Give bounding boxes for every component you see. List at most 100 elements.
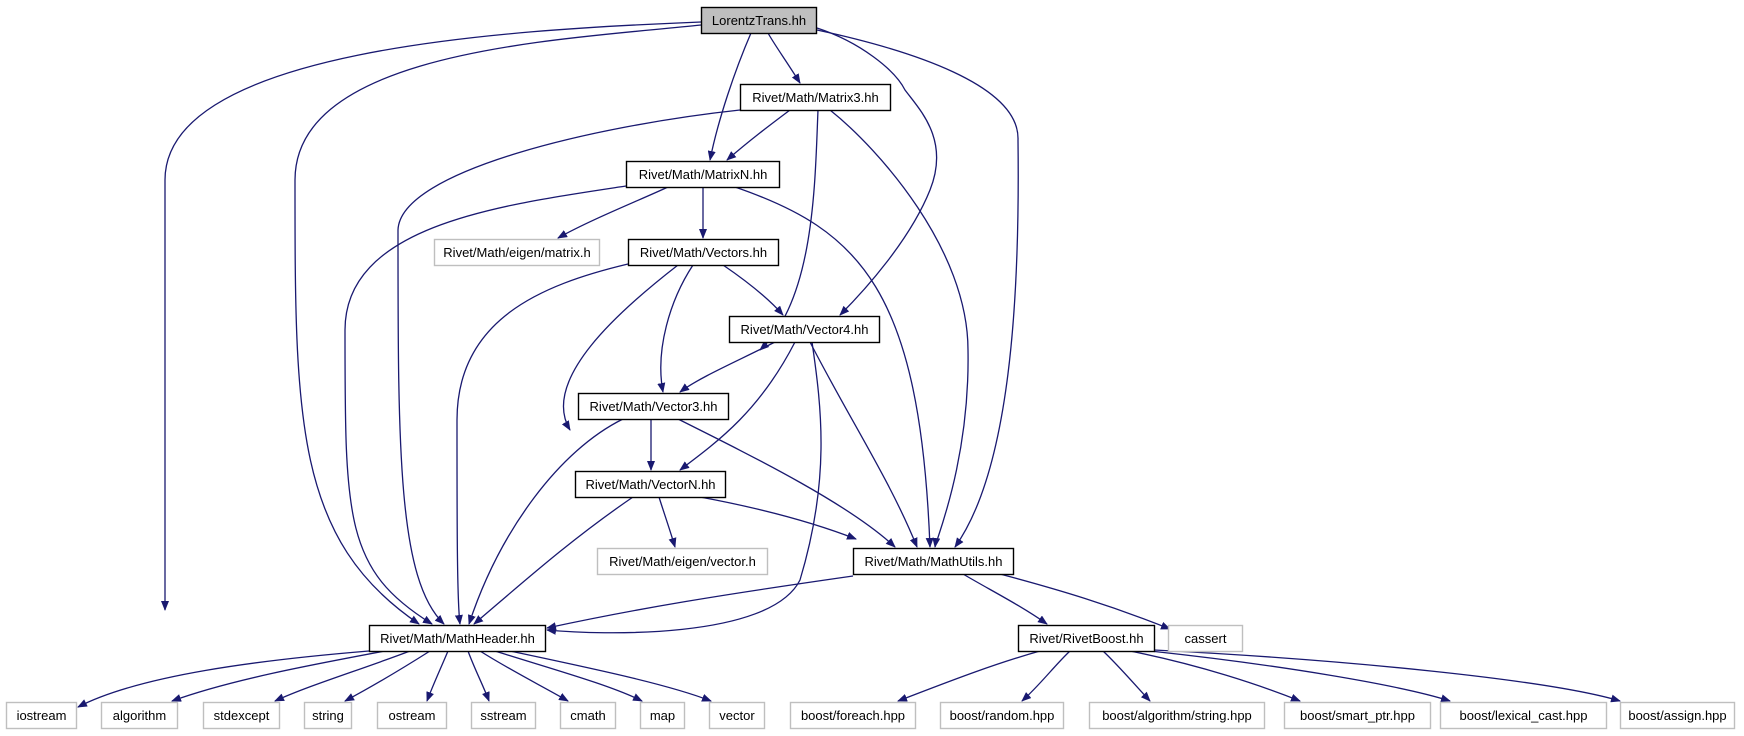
- edge-mathheader-to-vector: [509, 650, 712, 702]
- edge-vector3-to-mathutils: [677, 418, 896, 548]
- node-vector3[interactable]: Rivet/Math/Vector3.hh: [577, 392, 730, 421]
- edge-matrix3-to-mathutils: [829, 109, 969, 548]
- node-box-sstream: [470, 701, 537, 730]
- edge-vectors-to-vector3: [657, 264, 694, 393]
- edge-vectorn-to-mathutils: [699, 496, 857, 540]
- node-cmath: cmath: [559, 701, 617, 730]
- node-box-cassert: [1167, 624, 1244, 653]
- node-box-vectorn: [574, 470, 727, 499]
- node-box-boost-foreach: [789, 701, 917, 730]
- node-map: map: [639, 701, 686, 730]
- node-mathutils[interactable]: Rivet/Math/MathUtils.hh: [852, 547, 1015, 576]
- node-label-vector4: Rivet/Math/Vector4.hh: [741, 322, 869, 337]
- node-vectorn[interactable]: Rivet/Math/VectorN.hh: [574, 470, 727, 499]
- edge-matrixn-to-mathutils: [734, 186, 934, 548]
- node-box-eigen-vector: [596, 547, 769, 576]
- edge-vector4-to-vectorn: [679, 341, 796, 471]
- edge-matrix3-to-vector3: [759, 109, 819, 351]
- node-box-vector: [708, 701, 766, 730]
- node-rivetboost[interactable]: Rivet/RivetBoost.hh: [1017, 624, 1156, 653]
- node-vectors[interactable]: Rivet/Math/Vectors.hh: [627, 238, 780, 267]
- node-label-mathheader: Rivet/Math/MathHeader.hh: [380, 631, 535, 646]
- node-label-cassert: cassert: [1185, 631, 1227, 646]
- edge-rivetboost-to-boost-algorithm-string: [1102, 650, 1151, 702]
- edge-lorentztrans-to-matrixn: [707, 32, 752, 161]
- node-boost-random: boost/random.hpp: [939, 701, 1065, 730]
- edge-mathheader-to-string: [344, 650, 431, 702]
- node-boost-lexical-cast: boost/lexical_cast.hpp: [1439, 701, 1608, 730]
- edge-vectors-to-vectorn: [561, 264, 679, 431]
- node-label-cmath: cmath: [570, 708, 605, 723]
- node-stdexcept: stdexcept: [202, 701, 281, 730]
- node-box-cmath: [559, 701, 617, 730]
- edge-mathheader-to-iostream: [77, 650, 370, 708]
- node-label-ostream: ostream: [389, 708, 436, 723]
- node-label-matrixn: Rivet/Math/MatrixN.hh: [639, 167, 768, 182]
- edge-rivetboost-to-boost-assign: [1153, 649, 1621, 703]
- node-box-vector3: [577, 392, 730, 421]
- node-label-iostream: iostream: [17, 708, 67, 723]
- edge-vectors-to-vector4: [722, 264, 784, 316]
- node-boost-smart-ptr: boost/smart_ptr.hpp: [1283, 701, 1432, 730]
- edge-matrix3-to-matrixn: [726, 109, 791, 161]
- edge-mathheader-to-sstream: [467, 650, 490, 702]
- node-boost-algorithm-string: boost/algorithm/string.hpp: [1088, 701, 1266, 730]
- node-mathheader[interactable]: Rivet/Math/MathHeader.hh: [368, 624, 547, 653]
- node-label-matrix3: Rivet/Math/Matrix3.hh: [752, 90, 878, 105]
- node-matrix3[interactable]: Rivet/Math/Matrix3.hh: [739, 83, 892, 112]
- node-string: string: [303, 701, 353, 730]
- edge-mathheader-to-algorithm: [171, 650, 386, 702]
- node-box-mathutils: [852, 547, 1015, 576]
- node-vector4[interactable]: Rivet/Math/Vector4.hh: [728, 315, 881, 344]
- edges-layer: [77, 21, 1621, 708]
- node-label-rivetboost: Rivet/RivetBoost.hh: [1029, 631, 1143, 646]
- node-box-boost-assign: [1619, 701, 1736, 730]
- edge-lorentztrans-to-mathutils: [816, 29, 1019, 548]
- node-label-string: string: [312, 708, 344, 723]
- node-label-boost-random: boost/random.hpp: [950, 708, 1055, 723]
- edge-vectorn-to-mathheader: [473, 496, 634, 625]
- node-box-ostream: [376, 701, 448, 730]
- node-box-vectors: [627, 238, 780, 267]
- edge-vector4-to-vector3: [679, 341, 776, 393]
- node-box-rivetboost: [1017, 624, 1156, 653]
- node-algorithm: algorithm: [100, 701, 179, 730]
- node-boost-foreach: boost/foreach.hpp: [789, 701, 917, 730]
- node-eigen-vector: Rivet/Math/eigen/vector.h: [596, 547, 769, 576]
- node-label-eigen-vector: Rivet/Math/eigen/vector.h: [609, 554, 756, 569]
- edge-lorentztrans-to-mathheader: [294, 24, 702, 625]
- node-box-mathheader: [368, 624, 547, 653]
- node-box-matrixn: [625, 160, 781, 189]
- edge-vectorn-to-eigen-vector: [658, 496, 677, 548]
- edge-lorentztrans-to-vector4: [816, 27, 938, 316]
- node-box-string: [303, 701, 353, 730]
- edge-rivetboost-to-boost-smart-ptr: [1129, 650, 1301, 702]
- edge-rivetboost-to-boost-foreach: [897, 650, 1041, 702]
- node-label-boost-algorithm-string: boost/algorithm/string.hpp: [1102, 708, 1252, 723]
- edge-matrix3-to-mathheader: [397, 109, 741, 625]
- edge-mathutils-to-mathheader: [546, 575, 854, 631]
- node-label-vector3: Rivet/Math/Vector3.hh: [590, 399, 718, 414]
- node-vector: vector: [708, 701, 766, 730]
- node-label-sstream: sstream: [480, 708, 526, 723]
- node-label-map: map: [650, 708, 675, 723]
- edge-mathutils-to-cassert: [999, 573, 1171, 630]
- edge-mathheader-to-cmath: [479, 650, 569, 702]
- node-box-algorithm: [100, 701, 179, 730]
- node-label-boost-foreach: boost/foreach.hpp: [801, 708, 905, 723]
- node-lorentztrans[interactable]: LorentzTrans.hh: [700, 6, 818, 35]
- node-matrixn[interactable]: Rivet/Math/MatrixN.hh: [625, 160, 781, 189]
- node-box-lorentztrans: [700, 6, 818, 35]
- edge-vectors-to-mathheader: [454, 263, 629, 625]
- node-label-boost-smart-ptr: boost/smart_ptr.hpp: [1300, 708, 1415, 723]
- node-label-vectors: Rivet/Math/Vectors.hh: [640, 245, 767, 260]
- node-label-vector: vector: [719, 708, 755, 723]
- node-label-boost-assign: boost/assign.hpp: [1628, 708, 1726, 723]
- node-box-matrix3: [739, 83, 892, 112]
- edge-mathheader-to-map: [494, 650, 643, 702]
- node-label-boost-lexical-cast: boost/lexical_cast.hpp: [1460, 708, 1588, 723]
- node-label-mathutils: Rivet/Math/MathUtils.hh: [865, 554, 1003, 569]
- edge-vector3-to-mathheader: [468, 418, 624, 625]
- node-box-stdexcept: [202, 701, 281, 730]
- edge-lorentztrans-to-iostream: [161, 21, 702, 611]
